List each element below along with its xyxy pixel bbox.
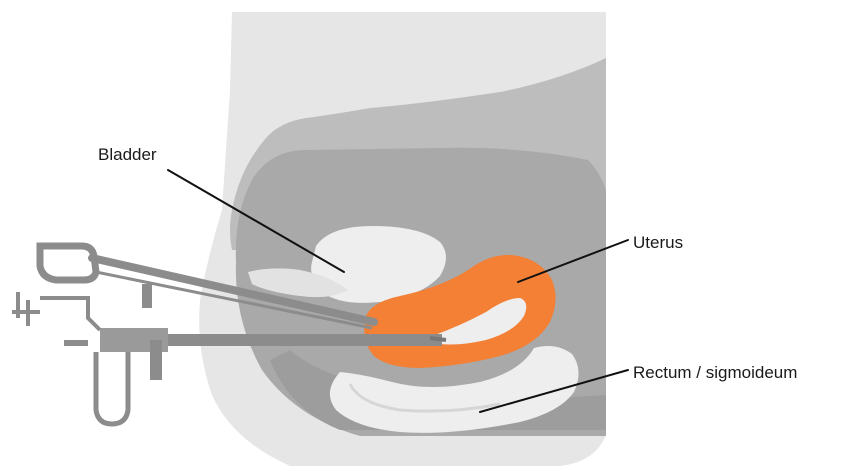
uterus-label: Uterus [633,233,683,252]
bladder-label: Bladder [98,145,157,164]
rectum-label: Rectum / sigmoideum [633,363,797,382]
